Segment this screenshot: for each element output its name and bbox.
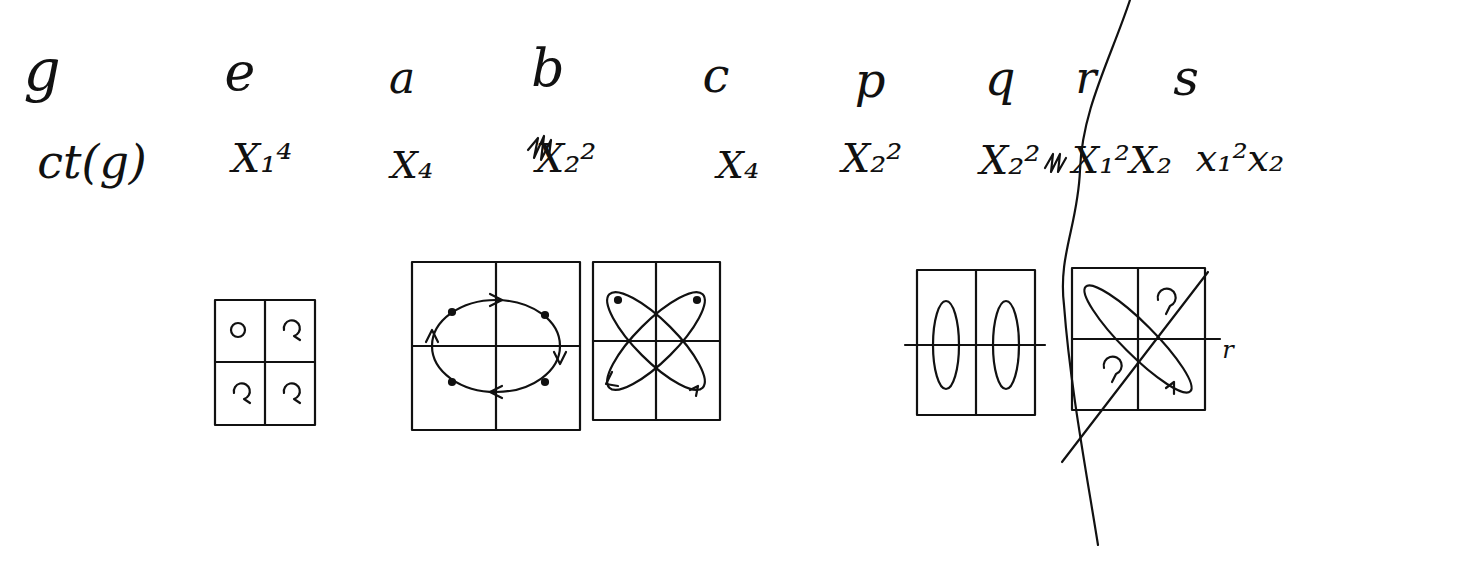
grid-p [905,270,1045,415]
cycle-type: x₁²x₂ [1196,139,1285,177]
element-name: a [389,56,415,100]
element-name: q [985,54,1016,102]
element-name: r [1075,56,1096,100]
cycle-type: X₂² [842,138,903,178]
scribble [1045,154,1066,172]
element-name: s [1173,53,1199,103]
grid-a [412,262,580,430]
element-name: c [703,51,730,99]
cycle-type: X₄ [391,146,433,184]
grid-e [215,300,315,425]
grid-tag: r [1222,338,1233,362]
element-name: p [855,56,886,104]
cycle-type: X₁⁴ [232,138,293,178]
element-name: b [531,42,564,94]
element-name: e [225,46,256,98]
cycle-type: X₁²X₂ [1072,141,1172,179]
row-heading: ct(g) [37,139,147,185]
row-heading: g [23,41,60,99]
cycle-type: X₄ [717,146,759,184]
grid-r [1062,268,1220,462]
cycle-type: X₂² [536,138,597,178]
grid-b [593,262,720,420]
cycle-type: X₂² [980,140,1041,180]
